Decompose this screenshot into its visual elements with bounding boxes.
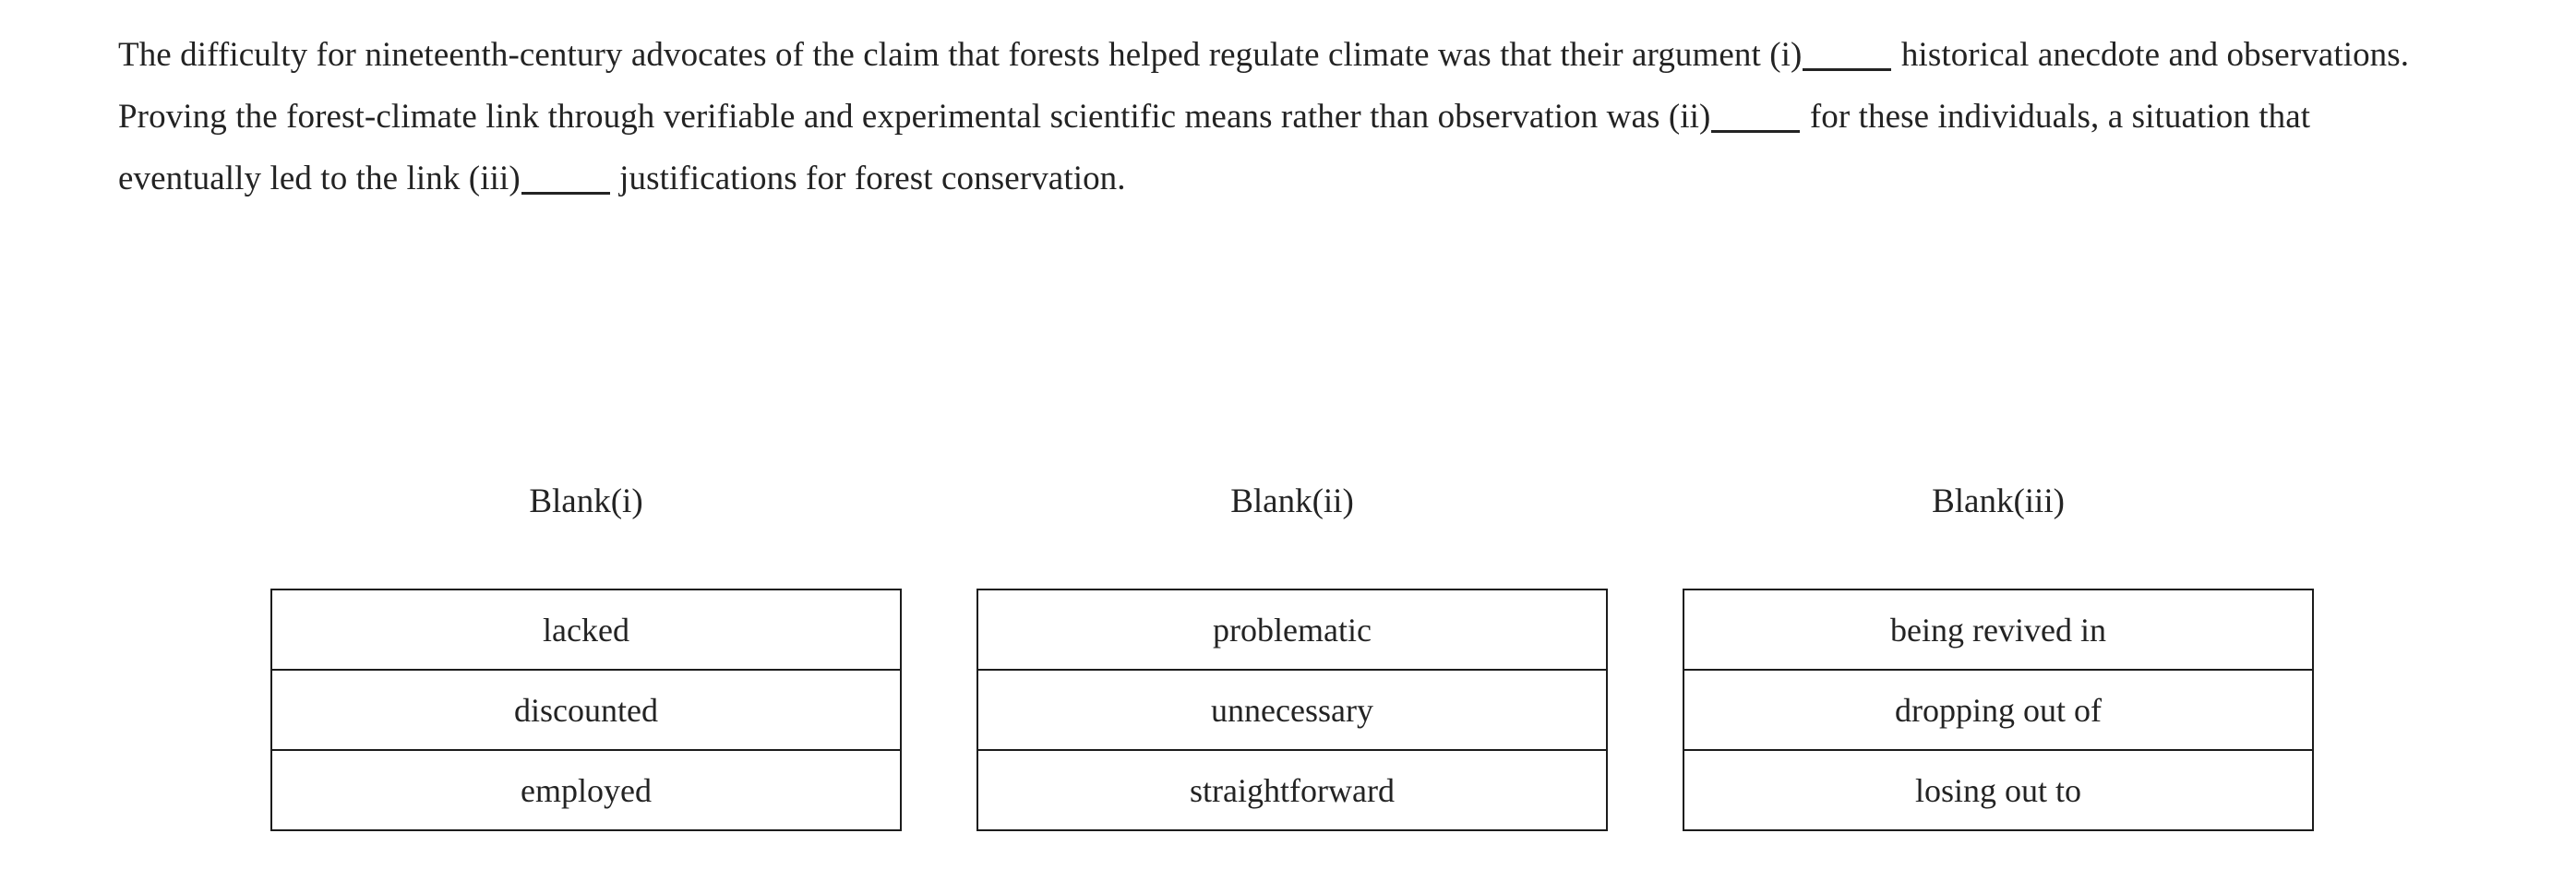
passage-segment-6: justifications for forest conservation.	[610, 160, 1126, 197]
table-row: being revived in	[1683, 589, 2314, 671]
blank-i-header: Blank(i)	[529, 482, 643, 520]
blank-ii-column: Blank(ii) problematic unnecessary straig…	[976, 480, 1608, 831]
blank-i-placeholder	[1803, 42, 1892, 71]
blank-iii-placeholder	[521, 166, 610, 195]
blank-i-option-1[interactable]: lacked	[270, 589, 902, 671]
table-row: discounted	[270, 669, 902, 751]
blank-iii-option-1[interactable]: being revived in	[1683, 589, 2314, 671]
table-row: lacked	[270, 589, 902, 671]
blank-i-column: Blank(i) lacked discounted employed	[270, 480, 902, 831]
blank-iii-options-table: being revived in dropping out of losing …	[1683, 589, 2314, 831]
blank-ii-placeholder	[1711, 104, 1801, 133]
blank-ii-options-table: problematic unnecessary straightforward	[976, 589, 1608, 831]
blank-ii-option-2[interactable]: unnecessary	[976, 669, 1608, 751]
table-row: dropping out of	[1683, 669, 2314, 751]
passage-segment-0: The difficulty for nineteenth-century ad…	[118, 36, 1803, 74]
blank-i-options-table: lacked discounted employed	[270, 589, 902, 831]
blank-iii-header: Blank(iii)	[1932, 482, 2065, 520]
table-row: unnecessary	[976, 669, 1608, 751]
passage-segment-4: for these individuals, a situation that …	[118, 98, 2311, 197]
table-row: employed	[270, 749, 902, 831]
passage-text: The difficulty for nineteenth-century ad…	[118, 24, 2426, 209]
blank-iii-option-2[interactable]: dropping out of	[1683, 669, 2314, 751]
blank-i-option-2[interactable]: discounted	[270, 669, 902, 751]
passage-segment-2: historical anecdote and observations. Pr…	[118, 36, 2410, 136]
blank-ii-header: Blank(ii)	[1230, 482, 1354, 520]
blank-ii-option-1[interactable]: problematic	[976, 589, 1608, 671]
blank-iii-option-3[interactable]: losing out to	[1683, 749, 2314, 831]
table-row: problematic	[976, 589, 1608, 671]
blank-ii-option-3[interactable]: straightforward	[976, 749, 1608, 831]
blank-iii-column: Blank(iii) being revived in dropping out…	[1683, 480, 2314, 831]
table-row: losing out to	[1683, 749, 2314, 831]
table-row: straightforward	[976, 749, 1608, 831]
blank-i-option-3[interactable]: employed	[270, 749, 902, 831]
